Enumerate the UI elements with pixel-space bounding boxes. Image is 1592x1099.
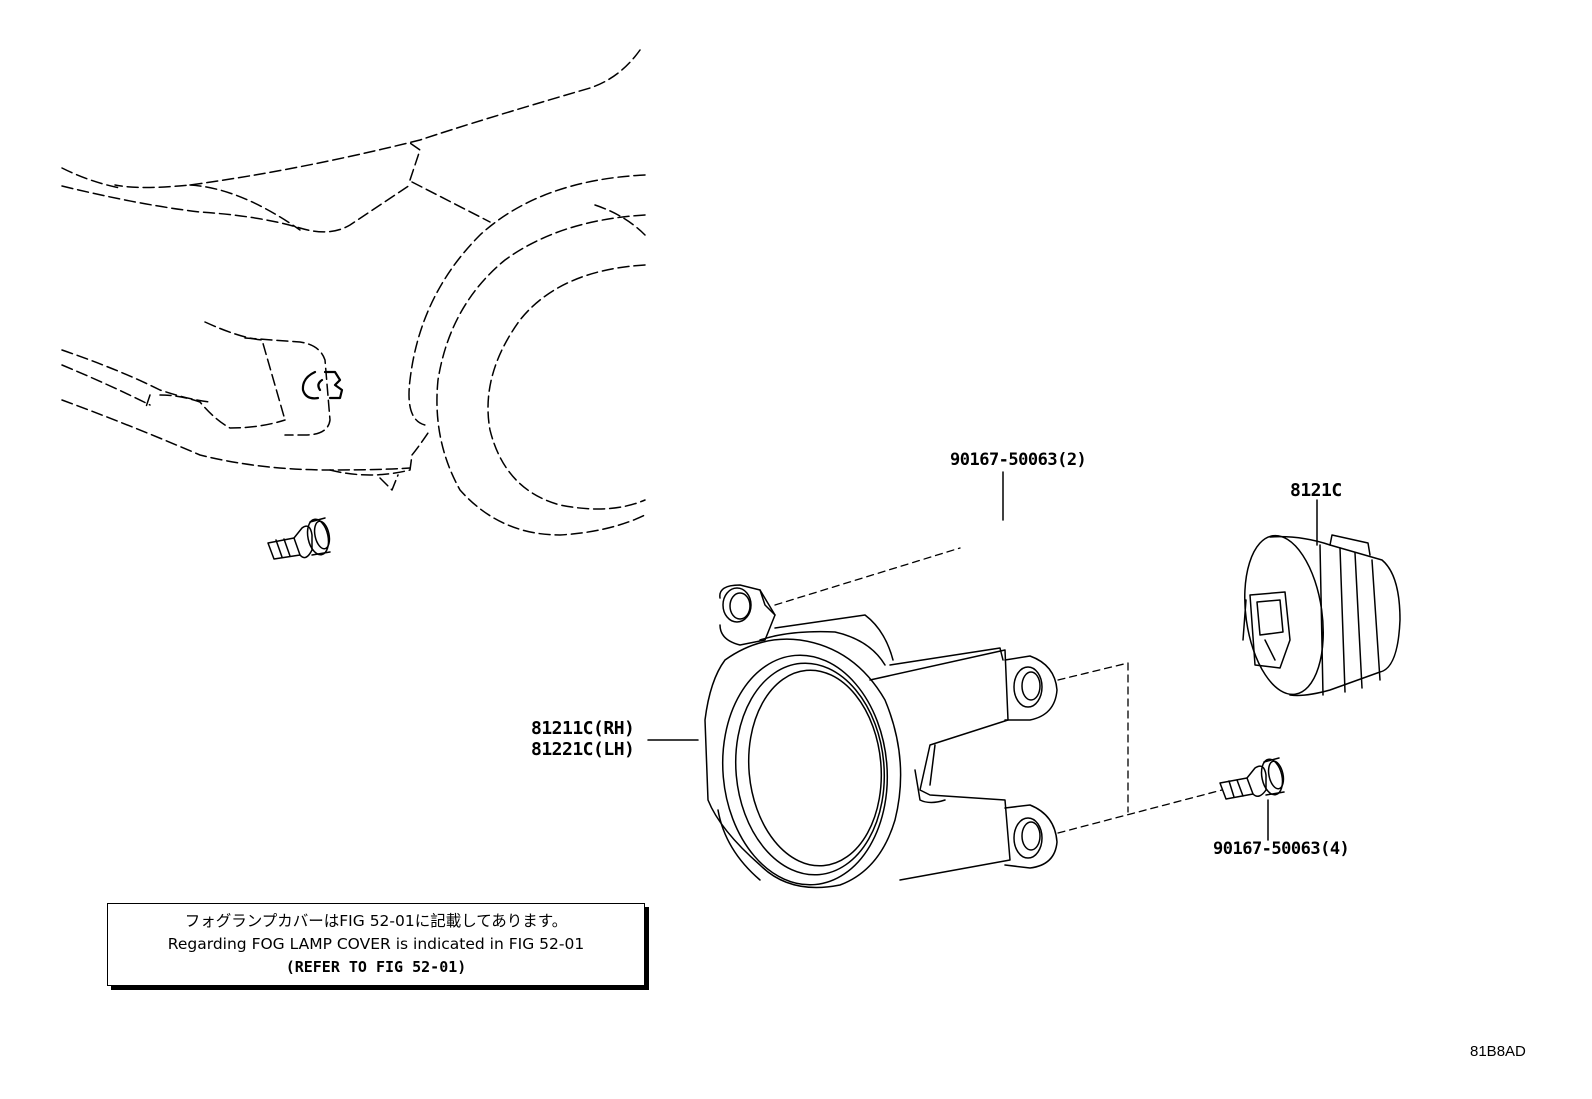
note-line-english: Regarding FOG LAMP COVER is indicated in… xyxy=(167,935,585,953)
fog-lamp-assembly xyxy=(704,584,1058,889)
bulb-socket xyxy=(1242,534,1401,697)
bolt-upper xyxy=(267,517,331,560)
note-line-japanese: フォグランプカバーはFIG 52-01に記載してあります。 xyxy=(184,912,568,930)
note-line-reference: (REFER TO FIG 52-01) xyxy=(285,958,467,976)
bumper-clip xyxy=(301,370,344,400)
bolt-lower xyxy=(1219,757,1285,800)
illustration-code: 81B8AD xyxy=(1470,1043,1526,1060)
vehicle-body-outline xyxy=(61,49,646,536)
part-label-bolt-lower: 90167-50063(4) xyxy=(1213,839,1350,859)
part-label-bulb: 8121C xyxy=(1290,480,1342,501)
leader-lines xyxy=(647,471,1318,841)
reference-note-box: フォグランプカバーはFIG 52-01に記載してあります。 Regarding … xyxy=(107,903,645,986)
part-label-lamp-lh: 81221C(LH) xyxy=(531,739,635,760)
installation-lines xyxy=(774,547,1223,834)
part-label-lamp-rh: 81211C(RH) xyxy=(531,718,635,739)
part-label-bolt-upper: 90167-50063(2) xyxy=(950,450,1087,470)
